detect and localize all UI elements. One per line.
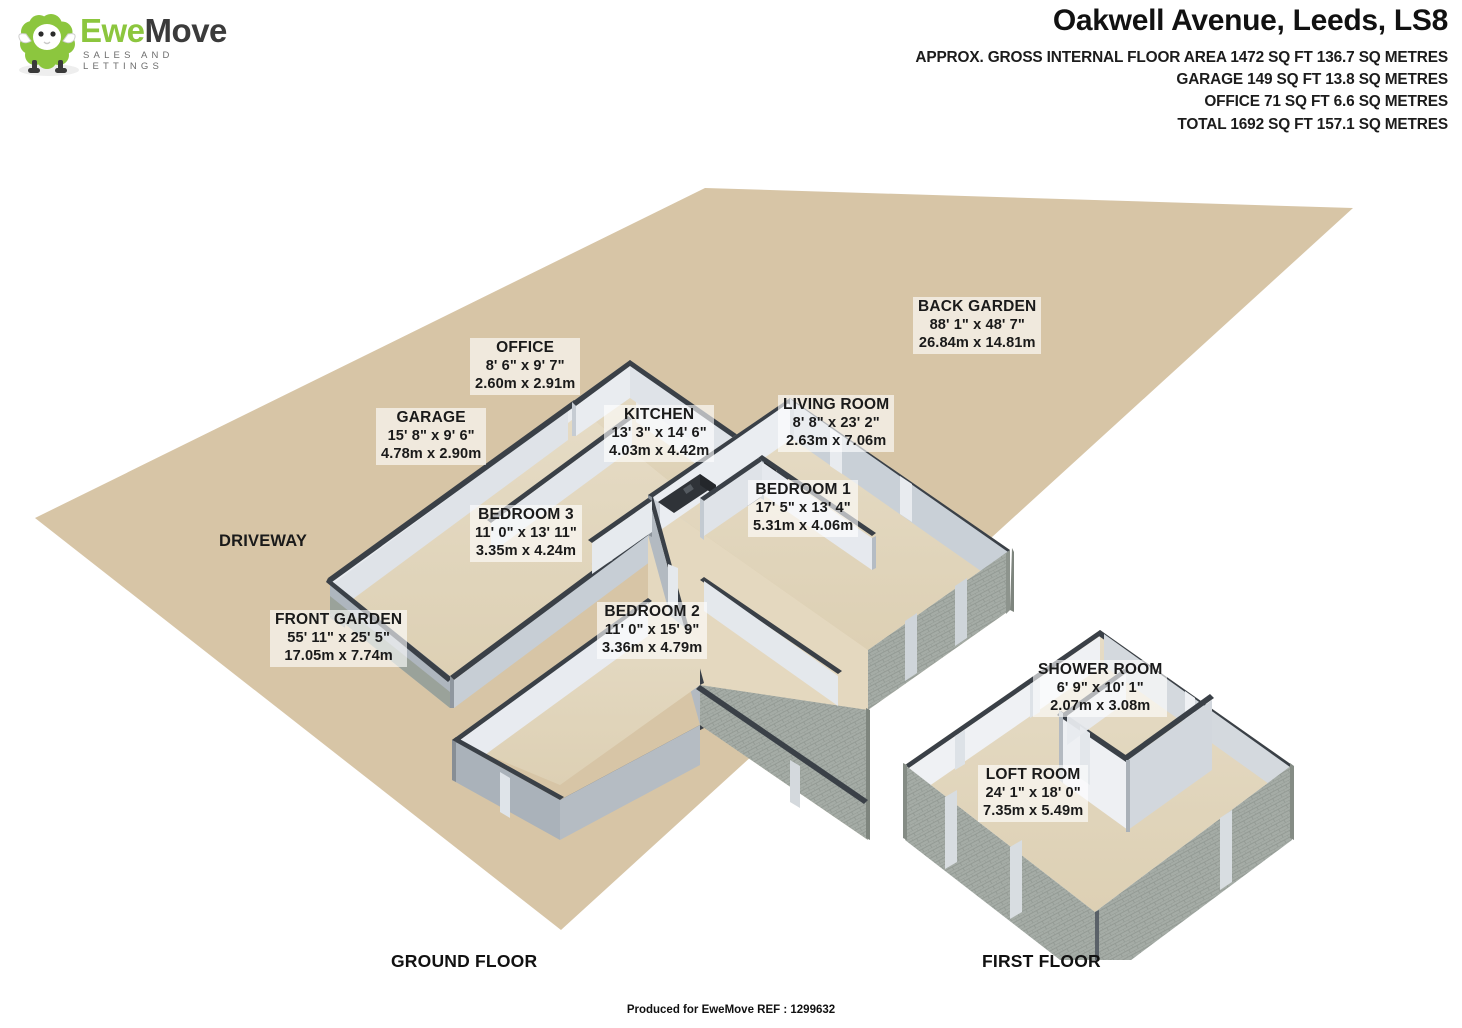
- room-name: BACK GARDEN: [918, 298, 1037, 315]
- room-label-garage: GARAGE 15' 8" x 9' 6" 4.78m x 2.90m: [376, 408, 487, 465]
- room-imperial: 11' 0" x 15' 9": [604, 621, 700, 638]
- room-label-front-garden: FRONT GARDEN 55' 11" x 25' 5" 17.05m x 7…: [270, 610, 408, 667]
- room-name: KITCHEN: [624, 406, 695, 423]
- room-imperial: 15' 8" x 9' 6": [387, 427, 475, 444]
- area-name: DRIVEWAY: [219, 532, 308, 550]
- room-imperial: 13' 3" x 14' 6": [611, 424, 707, 441]
- room-metric: 2.07m x 3.08m: [1050, 697, 1151, 714]
- room-label-bedroom-3: BEDROOM 3 11' 0" x 13' 11" 3.35m x 4.24m: [470, 505, 582, 562]
- floorplan-canvas: OFFICE 8' 6" x 9' 7" 2.60m x 2.91m GARAG…: [0, 140, 1462, 960]
- room-imperial: 8' 8" x 23' 2": [792, 414, 880, 431]
- logo-tagline: SALES AND LETTINGS: [83, 50, 174, 72]
- room-name: FRONT GARDEN: [275, 611, 403, 628]
- room-name: BEDROOM 3: [478, 506, 574, 523]
- area-line-office: OFFICE 71 SQ FT 6.6 SQ METRES: [1204, 93, 1448, 111]
- footer-credit: Produced for EweMove REF : 1299632: [626, 1004, 836, 1016]
- ewemove-logo: EweMove SALES AND LETTINGS: [8, 6, 258, 78]
- area-line-total: TOTAL 1692 SQ FT 157.1 SQ METRES: [1177, 115, 1448, 133]
- room-metric: 26.84m x 14.81m: [918, 334, 1036, 351]
- area-line-gross: APPROX. GROSS INTERNAL FLOOR AREA 1472 S…: [915, 48, 1448, 66]
- room-label-shower-room: SHOWER ROOM 6' 9" x 10' 1" 2.07m x 3.08m: [1033, 660, 1168, 717]
- page-title: Oakwell Avenue, Leeds, LS8: [1052, 4, 1448, 37]
- room-label-bedroom-1: BEDROOM 1 17' 5" x 13' 4" 5.31m x 4.06m: [748, 480, 859, 537]
- room-imperial: 17' 5" x 13' 4": [755, 499, 851, 516]
- room-label-living-room: LIVING ROOM 8' 8" x 23' 2" 2.63m x 7.06m: [778, 395, 895, 452]
- room-metric: 4.03m x 4.42m: [609, 442, 710, 459]
- room-metric: 2.63m x 7.06m: [786, 432, 887, 449]
- room-metric: 17.05m x 7.74m: [284, 647, 393, 664]
- area-summary: APPROX. GROSS INTERNAL FLOOR AREA 1472 S…: [915, 47, 1448, 136]
- room-metric: 3.35m x 4.24m: [475, 542, 577, 559]
- room-label-kitchen: KITCHEN 13' 3" x 14' 6" 4.03m x 4.42m: [604, 405, 715, 462]
- room-metric: 7.35m x 5.49m: [983, 802, 1084, 819]
- room-label-loft-room: LOFT ROOM 24' 1" x 18' 0" 7.35m x 5.49m: [978, 765, 1089, 822]
- room-name: LIVING ROOM: [783, 396, 890, 413]
- area-label-driveway: DRIVEWAY: [214, 530, 312, 552]
- room-metric: 5.31m x 4.06m: [753, 517, 854, 534]
- room-imperial: 8' 6" x 9' 7": [485, 357, 565, 374]
- area-line-garage: GARAGE 149 SQ FT 13.8 SQ METRES: [1176, 70, 1448, 88]
- room-label-back-garden: BACK GARDEN 88' 1" x 48' 7" 26.84m x 14.…: [913, 297, 1042, 354]
- room-imperial: 6' 9" x 10' 1": [1056, 679, 1144, 696]
- room-imperial: 55' 11" x 25' 5": [287, 629, 390, 646]
- room-label-office: OFFICE 8' 6" x 9' 7" 2.60m x 2.91m: [470, 338, 581, 395]
- room-metric: 4.78m x 2.90m: [381, 445, 482, 462]
- room-imperial: 88' 1" x 48' 7": [929, 316, 1025, 333]
- room-metric: 3.36m x 4.79m: [602, 639, 703, 656]
- logo-ewe-text: Ewe: [80, 12, 145, 49]
- logo-move-text: Move: [144, 12, 228, 49]
- header-block: Oakwell Avenue, Leeds, LS8 APPROX. GROSS…: [915, 4, 1448, 136]
- room-imperial: 24' 1" x 18' 0": [985, 784, 1081, 801]
- room-name: BEDROOM 1: [755, 481, 851, 498]
- room-name: BEDROOM 2: [604, 603, 700, 620]
- first-floor-building: [903, 630, 1294, 960]
- room-name: GARAGE: [396, 409, 466, 426]
- room-name: OFFICE: [496, 339, 555, 356]
- room-label-bedroom-2: BEDROOM 2 11' 0" x 15' 9" 3.36m x 4.79m: [597, 602, 708, 659]
- ground-floor-caption: GROUND FLOOR: [391, 951, 538, 971]
- sheep-logo-icon: [18, 14, 79, 76]
- first-floor-caption: FIRST FLOOR: [982, 951, 1101, 971]
- room-metric: 2.60m x 2.91m: [475, 375, 576, 392]
- room-name: SHOWER ROOM: [1038, 661, 1163, 678]
- room-imperial: 11' 0" x 13' 11": [475, 524, 577, 541]
- room-name: LOFT ROOM: [985, 766, 1081, 783]
